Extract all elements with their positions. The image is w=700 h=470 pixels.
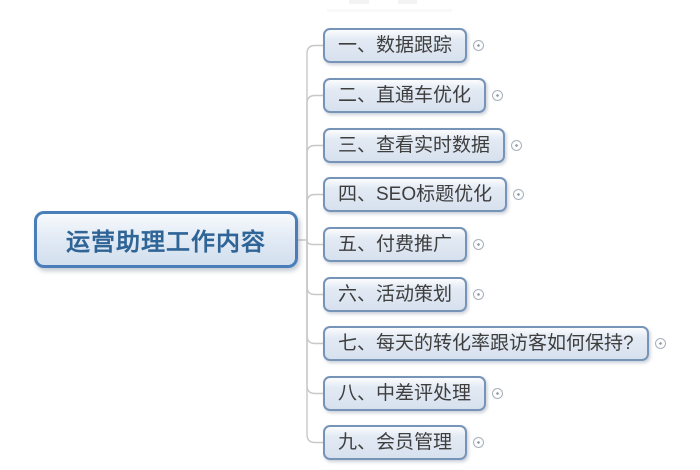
expand-collapse-icon[interactable] [473, 437, 485, 448]
cropped-node-artifact [398, 0, 417, 4]
topic-node-4: 四、SEO标题优化 [323, 177, 525, 212]
expand-collapse-icon[interactable] [492, 388, 504, 399]
root-topic-label: 运营助理工作内容 [66, 229, 266, 256]
expand-collapse-icon[interactable] [473, 40, 485, 51]
expand-collapse-icon[interactable] [513, 189, 525, 200]
topic-label[interactable]: 一、数据跟踪 [323, 28, 468, 63]
expand-collapse-icon[interactable] [654, 338, 666, 349]
topic-label[interactable]: 二、直通车优化 [323, 78, 487, 113]
topic-node-3: 三、查看实时数据 [323, 128, 523, 163]
topic-node-2: 二、直通车优化 [323, 78, 504, 113]
topic-node-7: 七、每天的转化率跟访客如何保持? [323, 326, 666, 361]
expand-collapse-icon[interactable] [473, 289, 485, 300]
topic-label[interactable]: 六、活动策划 [323, 277, 468, 312]
expand-collapse-icon[interactable] [511, 140, 523, 151]
topic-node-8: 八、中差评处理 [323, 376, 504, 411]
cropped-node-artifact [327, 9, 452, 12]
topic-label[interactable]: 七、每天的转化率跟访客如何保持? [323, 326, 649, 361]
topic-label[interactable]: 五、付费推广 [323, 227, 468, 262]
topic-label[interactable]: 九、会员管理 [323, 425, 468, 460]
topic-node-5: 五、付费推广 [323, 227, 485, 262]
root-topic-node[interactable]: 运营助理工作内容 [34, 211, 298, 268]
expand-collapse-icon[interactable] [492, 90, 504, 101]
topic-node-9: 九、会员管理 [323, 425, 485, 460]
topic-label[interactable]: 八、中差评处理 [323, 376, 487, 411]
topic-node-1: 一、数据跟踪 [323, 28, 485, 63]
topic-label[interactable]: 四、SEO标题优化 [323, 177, 508, 212]
topic-node-6: 六、活动策划 [323, 277, 485, 312]
expand-collapse-icon[interactable] [473, 239, 485, 250]
topic-label[interactable]: 三、查看实时数据 [323, 128, 506, 163]
cropped-node-artifact [349, 0, 369, 4]
